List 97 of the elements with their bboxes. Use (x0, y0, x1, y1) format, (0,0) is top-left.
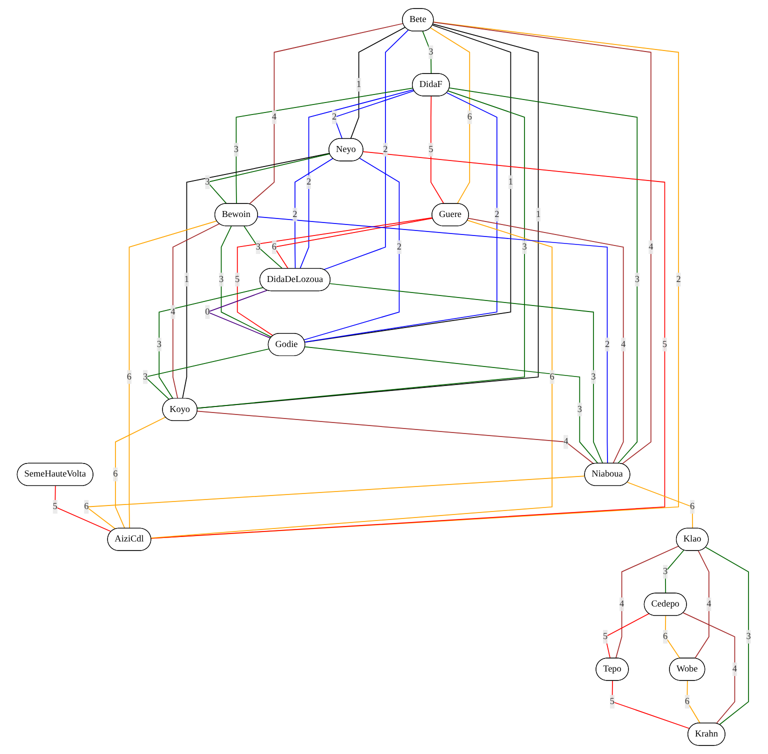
edge-label: 3 (634, 274, 640, 284)
edge-label: 4 (732, 664, 738, 674)
connector (300, 89, 414, 270)
connector (220, 226, 272, 338)
edge-label: 6 (113, 469, 118, 480)
connector (144, 348, 270, 400)
connector (115, 416, 166, 529)
edge-label: 3 (428, 47, 434, 57)
edge-label: 4 (272, 112, 277, 122)
connector (158, 287, 264, 400)
edge-label: 2 (306, 176, 312, 187)
connector (304, 346, 598, 464)
connector (206, 290, 272, 339)
connector (323, 29, 409, 270)
connector (172, 223, 220, 399)
connector (236, 217, 433, 336)
edge-label: 3 (234, 144, 239, 154)
connector (430, 27, 470, 204)
connector (294, 158, 334, 270)
connector (304, 24, 512, 343)
connector (664, 615, 680, 659)
edge-label: 2 (383, 144, 388, 154)
edge-label: 2 (604, 339, 610, 350)
edge-label: 1 (508, 176, 513, 187)
connector (304, 92, 498, 342)
connector (236, 88, 414, 204)
connector (468, 218, 624, 464)
connector (694, 550, 710, 659)
connector (350, 26, 406, 140)
edge-label: 5 (235, 274, 240, 284)
connector (150, 151, 666, 539)
connector (604, 613, 650, 659)
edge-label: 6 (550, 372, 554, 382)
connector (433, 22, 652, 464)
connector (244, 226, 283, 270)
connector (150, 220, 552, 538)
edge-label: 4 (706, 599, 712, 609)
edge-label: 6 (690, 502, 695, 512)
connector (85, 476, 586, 530)
edge-label: 3 (143, 372, 148, 382)
edge-label: 3 (577, 404, 582, 414)
connector (274, 218, 434, 270)
edge-label: 5 (428, 144, 434, 154)
edge-label: 3 (156, 339, 162, 350)
edge-label: 5 (610, 696, 615, 706)
edge-label: 2 (292, 209, 298, 220)
connector (449, 87, 638, 464)
edge-label: 6 (684, 696, 690, 706)
edge-label: 6 (126, 372, 132, 382)
connector (615, 546, 680, 659)
edge-label: 4 (619, 599, 624, 609)
edge-label: 3 (591, 372, 596, 382)
edge-label: 4 (621, 339, 626, 350)
connector (682, 612, 736, 724)
edge-label: 3 (522, 242, 527, 252)
connector (664, 550, 684, 594)
connector (686, 680, 700, 724)
edge-label: 3 (256, 242, 260, 252)
connector (612, 680, 690, 730)
connector (248, 23, 404, 204)
connector (430, 96, 444, 204)
edge-label: 5 (662, 339, 668, 350)
edge-label: 1 (536, 209, 541, 220)
connector (329, 283, 604, 464)
edge-label: 2 (494, 209, 500, 220)
connector (257, 216, 608, 464)
connector (196, 24, 539, 409)
edge-label: 2 (332, 112, 337, 122)
edge-label: 4 (564, 436, 568, 447)
connector (422, 30, 432, 74)
edge-label: 3 (218, 274, 224, 284)
connector (334, 90, 415, 140)
connector (196, 90, 525, 409)
edge-label: 2 (676, 274, 681, 284)
connector (196, 410, 594, 464)
edge-label: 1 (356, 80, 362, 90)
edge-label: 4 (648, 242, 654, 252)
edge-label: 6 (84, 502, 89, 512)
connector (626, 482, 694, 529)
edge-label: 3 (663, 566, 668, 576)
edge-label: 3 (746, 632, 751, 642)
connector (54, 485, 112, 532)
connector (304, 158, 400, 340)
edge-label: 6 (467, 112, 472, 122)
connector (705, 546, 749, 726)
edge-label: 5 (52, 502, 58, 512)
edge-label: 4 (170, 306, 176, 317)
edge-label: 1 (184, 274, 190, 284)
edge-label: 5 (603, 632, 608, 642)
connector (128, 220, 218, 529)
edge-label: 3 (205, 176, 210, 187)
edge-label: 6 (272, 242, 277, 252)
edge-label: 0 (205, 306, 210, 317)
edge-label: 6 (663, 632, 668, 642)
connector (182, 152, 330, 399)
connector (150, 22, 679, 539)
edge-label: 2 (396, 242, 402, 252)
